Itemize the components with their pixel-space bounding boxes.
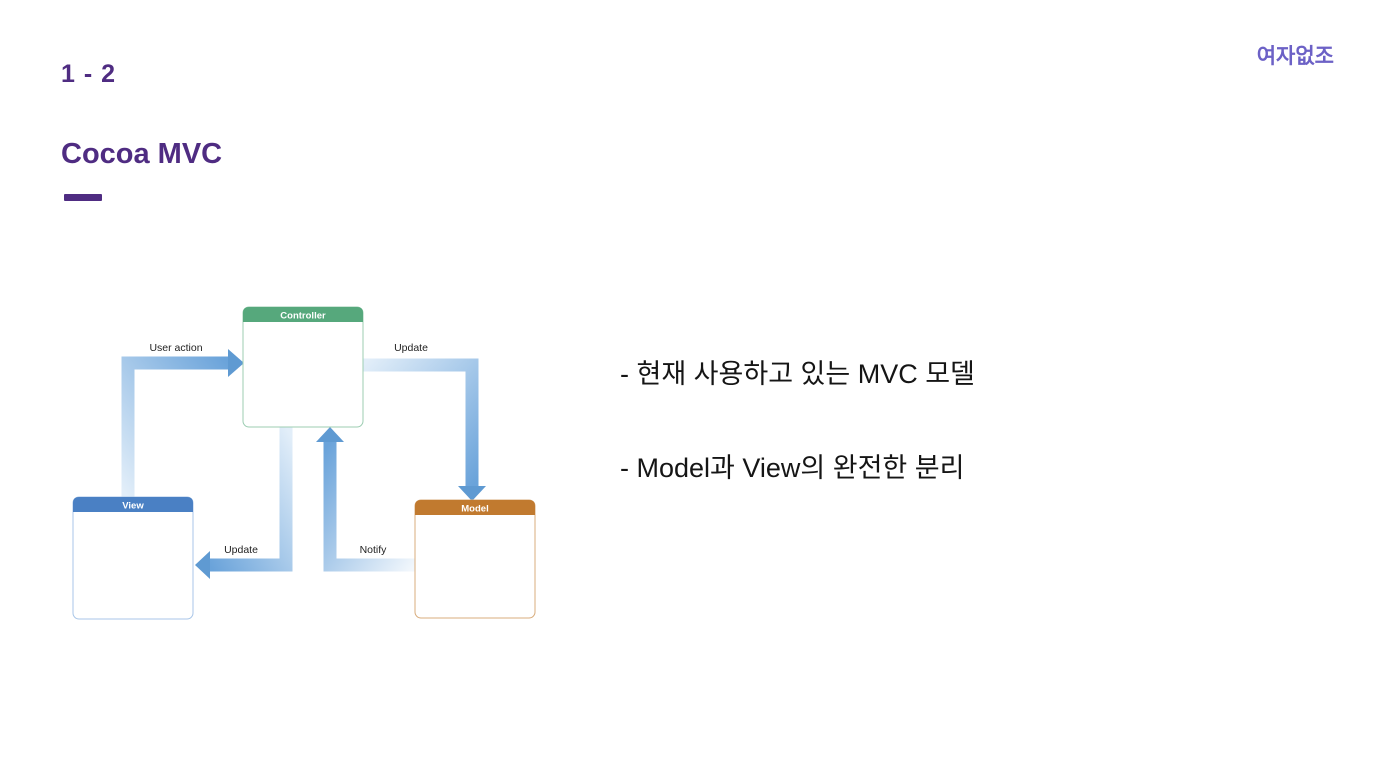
node-view-header	[73, 497, 193, 512]
edge-user-action-arrowhead	[228, 349, 244, 377]
node-view: View	[72, 496, 194, 620]
page-title: Cocoa MVC	[61, 138, 223, 170]
node-model-label: Model	[461, 504, 488, 515]
mvc-diagram: User action Update Update Notify Control…	[72, 306, 536, 620]
edge-update-model-label: Update	[394, 342, 428, 354]
edge-update-model-line	[363, 358, 479, 486]
node-controller: Controller	[242, 306, 364, 428]
edge-user-action: User action	[121, 342, 244, 497]
edge-notify: Notify	[316, 427, 415, 572]
node-view-label: View	[122, 501, 144, 512]
node-model-header	[415, 500, 535, 515]
team-logo-text: 여자없조	[1256, 45, 1334, 68]
edge-update-view-label: Update	[224, 544, 258, 556]
slide-number: 1 - 2	[61, 60, 117, 88]
edge-update-view-line	[210, 427, 293, 572]
node-view-box	[72, 496, 194, 620]
bullet-item-model-view-separation: - Model과 View의 완전한 분리	[620, 453, 965, 483]
title-underline	[64, 194, 102, 201]
edge-update-model-arrowhead	[458, 486, 486, 501]
edge-update-model: Update	[363, 342, 486, 501]
edge-notify-arrowhead	[316, 427, 344, 442]
bullet-item-current-mvc: - 현재 사용하고 있는 MVC 모델	[620, 359, 975, 389]
edge-update-view-arrowhead	[195, 551, 210, 579]
edge-update-view: Update	[195, 427, 293, 579]
edge-user-action-label: User action	[149, 342, 202, 354]
node-model: Model	[414, 499, 536, 619]
edge-notify-label: Notify	[360, 544, 388, 556]
node-controller-header	[243, 307, 363, 322]
node-controller-box	[242, 306, 364, 428]
node-controller-label: Controller	[280, 311, 326, 322]
bullet-list: - 현재 사용하고 있는 MVC 모델 - Model과 View의 완전한 분…	[620, 352, 975, 485]
edge-notify-line	[323, 442, 415, 572]
edge-user-action-line	[121, 356, 228, 497]
node-model-box	[414, 499, 536, 619]
